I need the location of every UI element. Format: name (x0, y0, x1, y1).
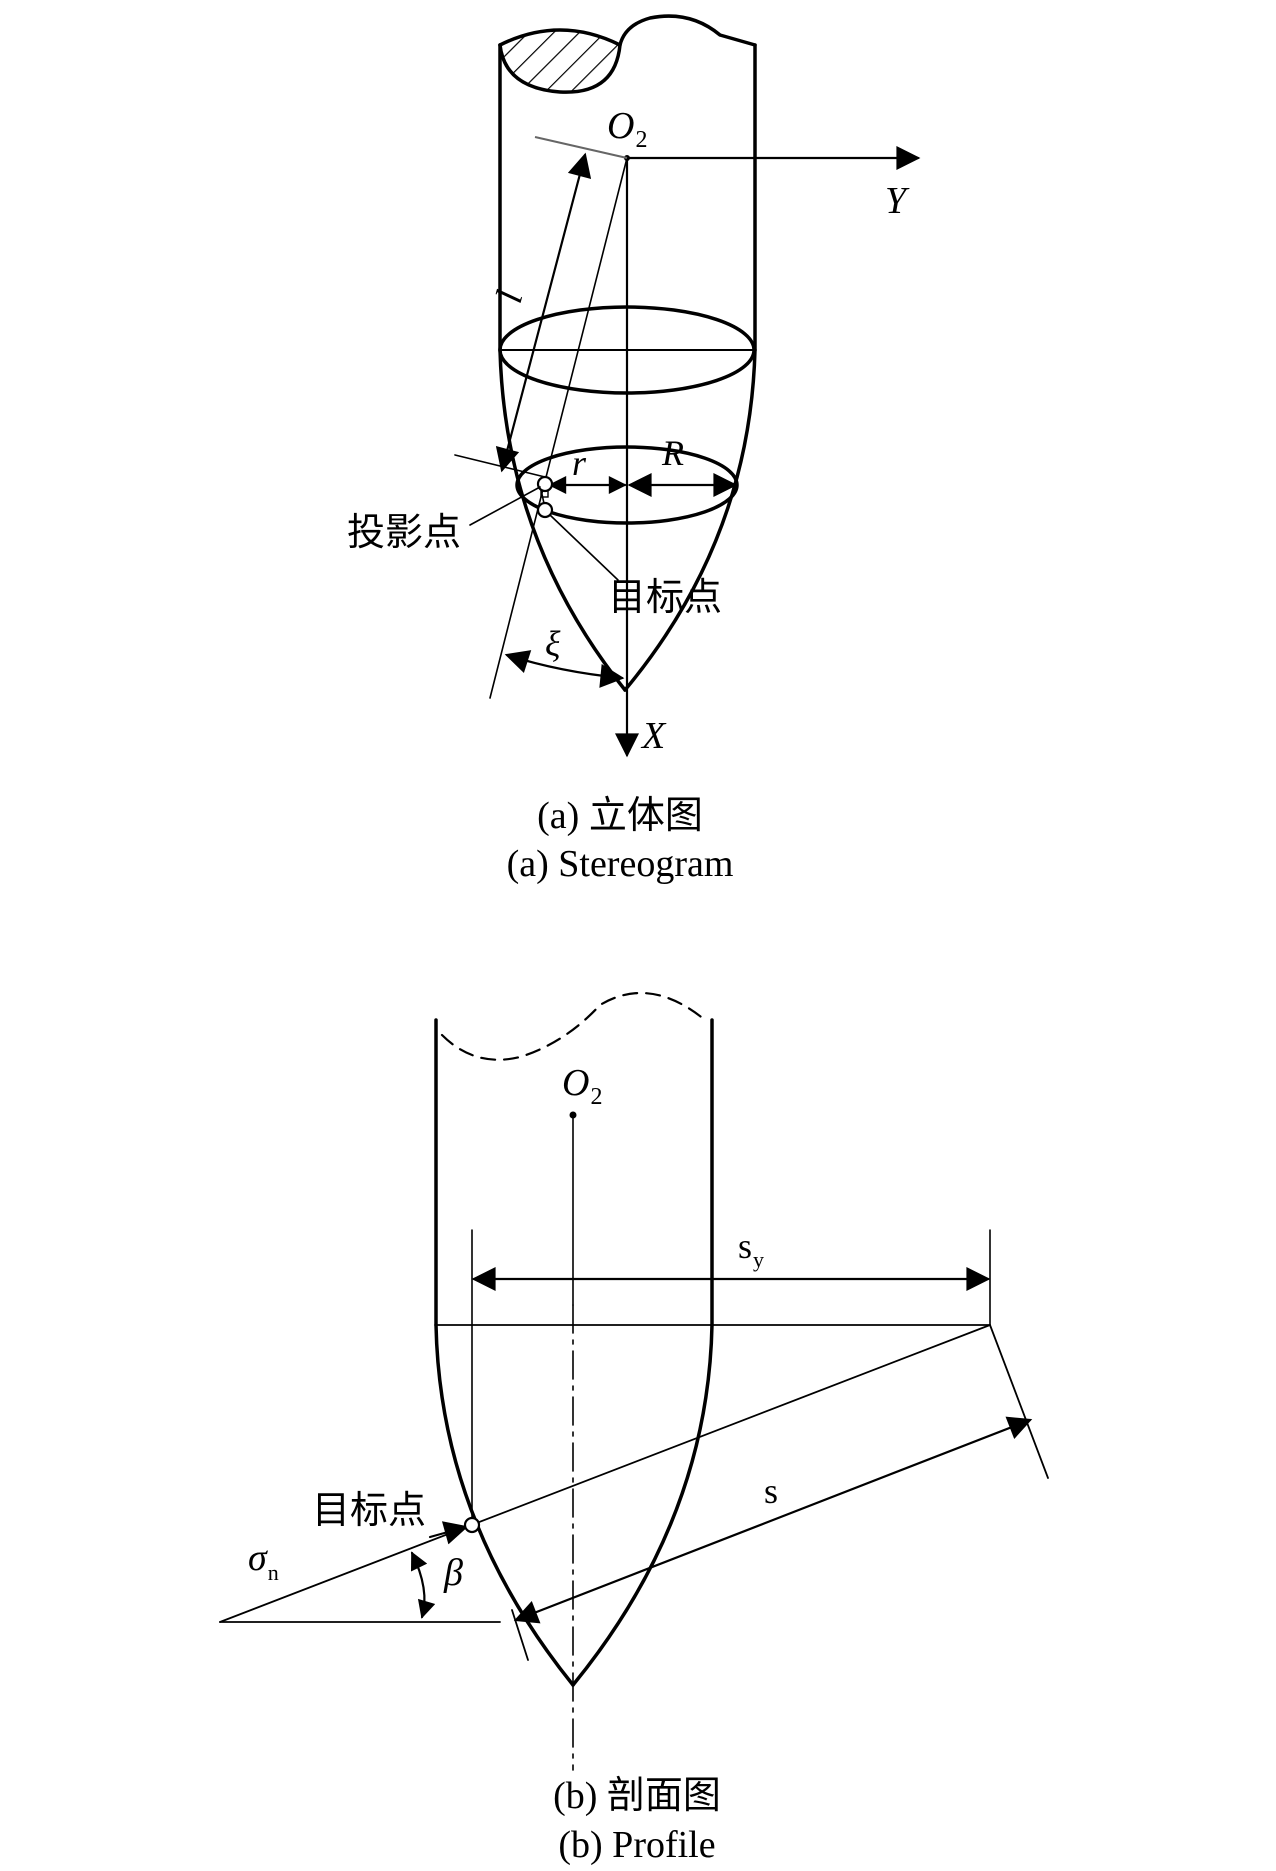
panel-b-profile: O2 sy s 目标点 σn β (b) 剖面图 (b) Profile (219, 991, 1049, 1866)
origin-label-b: O2 (562, 1062, 602, 1110)
points-b (428, 1516, 481, 1545)
hatched-cross-section (500, 30, 620, 93)
origin-point-b (569, 1111, 577, 1119)
target-point-label-a: 目标点 (608, 575, 722, 619)
labels-b: O2 sy s 目标点 σn β (248, 1062, 778, 1594)
origin-label-a: O2 (607, 105, 647, 153)
sy-dimension (471, 1229, 991, 1526)
caption-b-cn: (b) 剖面图 (553, 1775, 721, 1817)
extension-line-top (534, 136, 628, 159)
l-dimension (454, 136, 628, 699)
beta-label: β (443, 1552, 463, 1594)
projection-leader (469, 486, 541, 526)
caption-a: (a) 立体图 (a) Stereogram (507, 795, 734, 885)
normal-line (219, 1324, 991, 1623)
slant-line (489, 157, 628, 699)
target-point-marker-b (463, 1516, 481, 1534)
projection-point-marker (536, 475, 554, 493)
beta-angle-arc (410, 1551, 436, 1619)
s-dimension (219, 1324, 1049, 1661)
projection-point-label: 投影点 (347, 510, 461, 554)
l-dimension-arrow (495, 152, 592, 473)
l-label: l (488, 286, 531, 307)
xi-label: ξ (545, 624, 561, 664)
target-point-label-b: 目标点 (312, 1488, 426, 1532)
s-dimension-arrow (513, 1416, 1033, 1624)
s-label: s (764, 1471, 778, 1511)
y-axis-label: Y (885, 180, 910, 222)
caption-a-cn: (a) 立体图 (537, 795, 703, 837)
r-label: r (572, 443, 587, 483)
sigma-n-label: σn (248, 1537, 279, 1585)
caption-b: (b) 剖面图 (b) Profile (553, 1775, 721, 1866)
beta-angle (219, 1551, 501, 1623)
caption-b-en: (b) Profile (558, 1824, 715, 1866)
labels-a: O2 Y X l r R ξ 投影点 目标点 (347, 105, 910, 757)
x-axis-label: X (640, 715, 667, 757)
target-point-marker-a (536, 501, 554, 519)
target-pointer-b (428, 1521, 469, 1545)
projectile-body-a (498, 14, 757, 692)
xi-angle-arc (504, 650, 625, 688)
s-extension-right (989, 1324, 1049, 1479)
points-a (469, 475, 619, 581)
panel-a-stereogram: O2 Y X l r R ξ 投影点 目标点 (a) 立体图 (a) Stere… (347, 14, 921, 885)
centerline-b (569, 1111, 577, 1771)
projectile-body-b (434, 991, 991, 1687)
R-label: R (661, 433, 684, 473)
target-leader-a (549, 514, 619, 581)
caption-a-en: (a) Stereogram (507, 843, 734, 885)
sy-label: sy (738, 1226, 764, 1272)
